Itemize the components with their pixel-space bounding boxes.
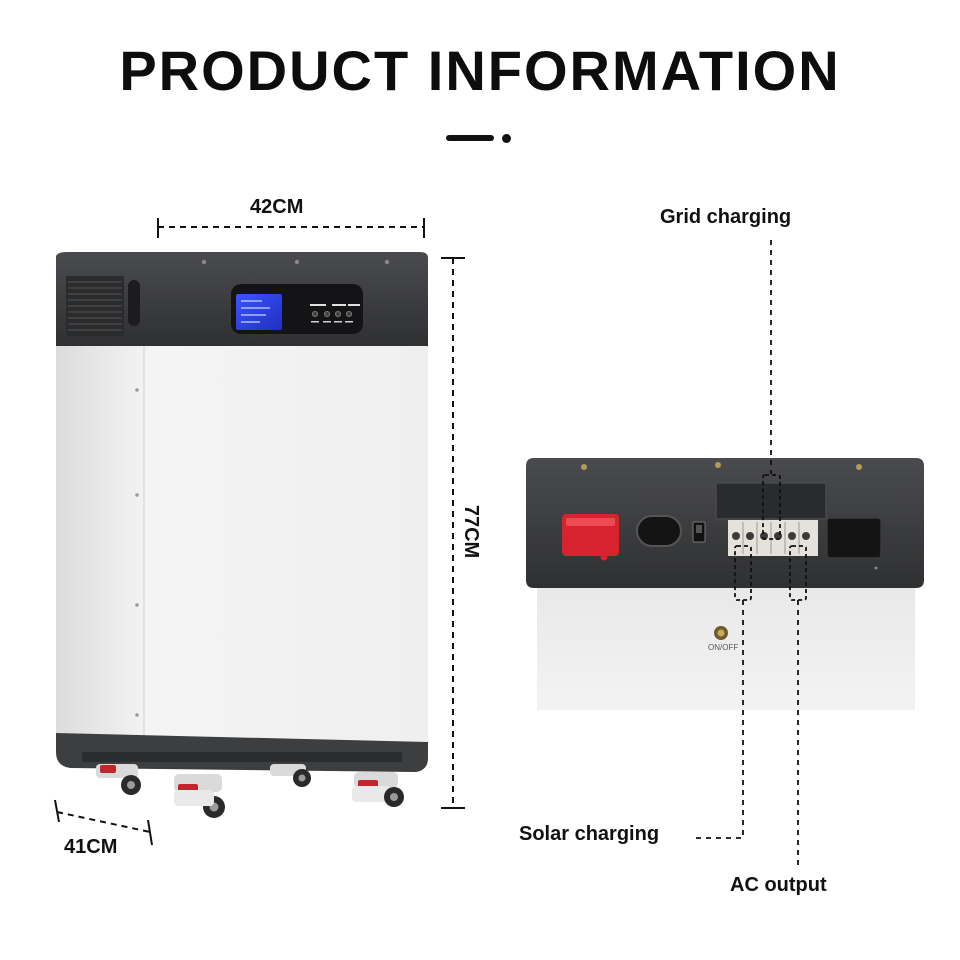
- title-underline-dash: [446, 135, 494, 141]
- dimension-lines: [54, 218, 465, 846]
- vent-grille: [66, 276, 124, 336]
- caster-wheels: [96, 764, 404, 818]
- red-terminal: [562, 514, 619, 561]
- callout-lines: [696, 240, 807, 868]
- solar-charging-label: Solar charging: [519, 823, 660, 845]
- on-off-label: ON/OFF: [708, 643, 739, 652]
- lcd-screen: [236, 294, 282, 330]
- page-title: PRODUCT INFORMATION: [119, 39, 841, 102]
- height-dimension-label: 77CM: [460, 504, 483, 559]
- control-panel: [231, 284, 363, 334]
- terminal-block: [728, 520, 818, 556]
- power-button-icon: [714, 626, 728, 640]
- grid-charging-label: Grid charging: [660, 206, 792, 228]
- depth-dimension-label: 41CM: [64, 836, 118, 858]
- battery-unit-front: [56, 252, 428, 818]
- width-dimension-label: 42CM: [250, 196, 304, 218]
- battery-unit-rear: [526, 458, 924, 710]
- title-underline-dot: [502, 134, 511, 143]
- ac-output-label: AC output: [730, 874, 827, 896]
